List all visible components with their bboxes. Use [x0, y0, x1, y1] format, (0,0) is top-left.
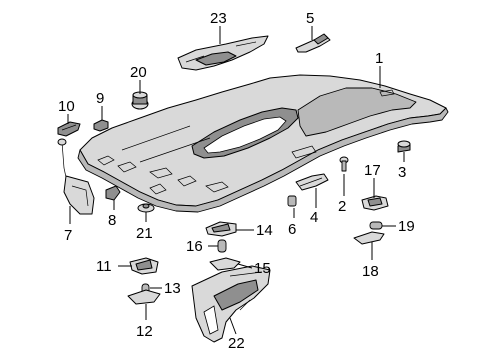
- lamp-part-14: [205, 221, 237, 237]
- clip-part-9: [93, 119, 109, 132]
- callout-8: 8: [108, 212, 116, 229]
- sun-visor-part-7: [57, 138, 95, 215]
- plug-part-20: [131, 91, 149, 110]
- callout-21: 21: [136, 225, 153, 242]
- callout-2: 2: [338, 198, 346, 215]
- lamp-part-11: [129, 257, 159, 275]
- callout-4: 4: [310, 209, 318, 226]
- round-clip-part-21: [137, 203, 155, 213]
- callout-18: 18: [362, 263, 379, 280]
- overhead-console-part-23: [177, 35, 269, 71]
- callout-1: 1: [375, 50, 383, 67]
- callout-22: 22: [228, 335, 245, 352]
- callout-20: 20: [130, 64, 147, 81]
- callout-17: 17: [364, 162, 381, 179]
- callout-19: 19: [398, 218, 415, 235]
- callout-3: 3: [398, 164, 406, 181]
- callout-16: 16: [186, 238, 203, 255]
- plug-part-3: [397, 140, 411, 153]
- handle-part-4: [295, 173, 329, 191]
- bracket-part-8: [105, 185, 121, 201]
- plug-part-6: [287, 195, 297, 207]
- lens-part-18: [353, 231, 385, 245]
- leader-22: [229, 317, 237, 335]
- callout-14: 14: [256, 222, 273, 239]
- callout-11: 11: [96, 258, 112, 275]
- lamp-part-17: [361, 195, 389, 211]
- screw-part-2: [339, 156, 349, 172]
- lens-part-12: [127, 289, 161, 305]
- lens-part-15: [209, 257, 241, 271]
- callout-6: 6: [288, 221, 296, 238]
- callout-labels: 1 2 3 4 5 6 7 8 9 10 11 12 13 14 15 16 1…: [58, 10, 415, 352]
- callout-10: 10: [58, 98, 75, 115]
- callout-9: 9: [96, 90, 104, 107]
- bulb-part-16: [217, 239, 227, 253]
- callout-5: 5: [306, 10, 314, 27]
- console-part-22: [191, 265, 271, 343]
- callout-23: 23: [210, 10, 227, 27]
- callout-7: 7: [64, 227, 72, 244]
- bulb-part-19: [369, 221, 383, 230]
- leader-15: [237, 263, 253, 269]
- clip-part-5: [295, 33, 331, 53]
- callout-13: 13: [164, 280, 181, 297]
- headliner-panel: [77, 74, 449, 213]
- callout-12: 12: [136, 323, 153, 340]
- callout-15: 15: [254, 260, 271, 277]
- clip-part-10: [57, 121, 81, 137]
- leader-lines: [67, 26, 405, 335]
